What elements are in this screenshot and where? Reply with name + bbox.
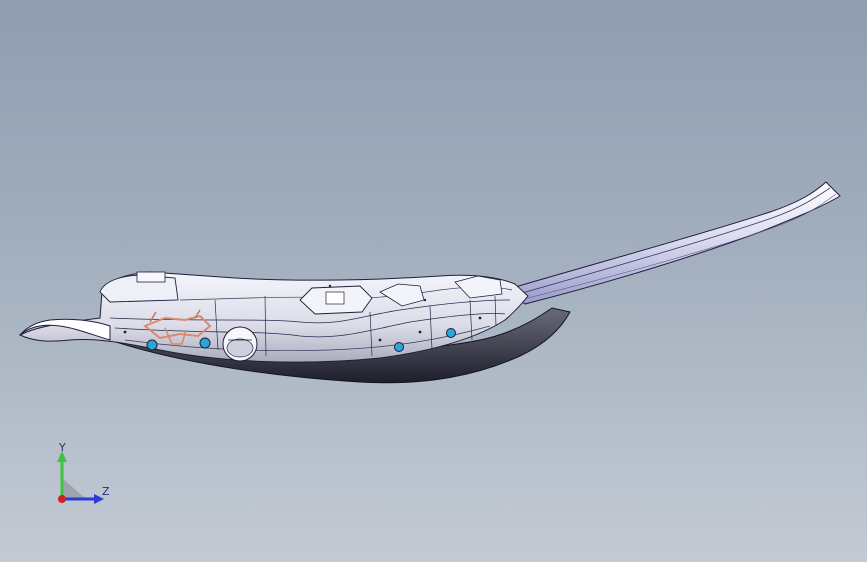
rear-bracket xyxy=(379,283,425,307)
channel-line-3 xyxy=(124,325,491,352)
y-axis-arrow xyxy=(57,451,67,462)
rear-upper-bracket xyxy=(454,275,503,299)
triad-graphic xyxy=(57,451,104,504)
center-bracket-slot xyxy=(325,291,345,305)
z-axis-label: Z xyxy=(102,485,110,498)
coordinate-triad: Y Z xyxy=(48,438,118,510)
upper-rail-edge xyxy=(514,187,831,296)
stiffener-lines xyxy=(214,295,497,357)
y-axis-label: Y xyxy=(59,441,66,454)
upper-rail-edge-2 xyxy=(519,193,837,301)
triad-plane xyxy=(62,478,86,499)
x-axis-origin xyxy=(58,495,66,503)
front-flange xyxy=(19,318,111,341)
mount-bracket xyxy=(143,309,212,345)
top-tab xyxy=(136,271,166,283)
service-hole xyxy=(222,326,258,362)
channel-line-1 xyxy=(109,299,511,324)
z-axis-arrow xyxy=(94,494,104,504)
upper-rail[interactable] xyxy=(503,181,841,305)
detail-dots xyxy=(123,284,482,342)
mounting-holes xyxy=(146,328,456,352)
channel-line-2 xyxy=(114,313,506,338)
